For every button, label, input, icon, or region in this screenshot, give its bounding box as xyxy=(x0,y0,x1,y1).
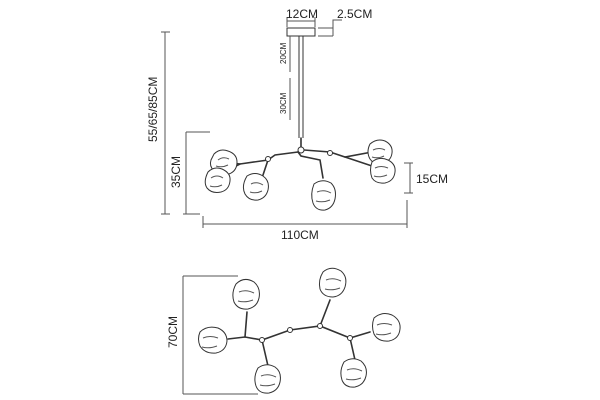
side-shade-3 xyxy=(242,173,269,201)
top-arm-left-down xyxy=(261,339,269,367)
side-shade-5 xyxy=(367,139,393,164)
side-arm-center xyxy=(297,137,324,179)
canopy-width-label: 12CM xyxy=(286,7,318,21)
ceiling-canopy xyxy=(286,27,316,37)
top-shade-4 xyxy=(318,267,347,298)
top-arm-right-up xyxy=(319,299,331,327)
top-joint-center xyxy=(287,327,293,333)
top-arm-left-up xyxy=(244,311,248,338)
top-shade-3 xyxy=(254,364,281,394)
body-height-label: 35CM xyxy=(169,156,183,188)
top-joint-left xyxy=(259,337,265,343)
side-joint-left xyxy=(265,156,271,162)
top-joint-right-far xyxy=(347,335,353,341)
side-shade-4 xyxy=(311,180,336,211)
side-shade-2 xyxy=(204,167,231,193)
top-shade-5 xyxy=(372,313,401,342)
total-height-label: 55/65/85CM xyxy=(146,77,160,142)
rod-upper-label: 20CM xyxy=(279,42,288,64)
shade-height-label: 15CM xyxy=(416,172,448,186)
side-arm-left-lower xyxy=(261,159,269,179)
canopy-height-dim-line xyxy=(318,19,342,29)
side-joint-hub xyxy=(297,146,305,154)
side-arm-right xyxy=(303,147,379,158)
rod-lower-label: 30CM xyxy=(279,92,288,114)
side-joint-right xyxy=(327,150,333,156)
side-view: 12CM 2.5CM 20CM 30CM 55/65/85CM 35CM 110… xyxy=(146,7,448,242)
canopy-height-label: 2.5CM xyxy=(337,7,372,21)
side-shade-6 xyxy=(370,157,396,184)
top-arm-right-down xyxy=(349,337,356,361)
top-joint-right xyxy=(317,323,323,329)
top-shade-2 xyxy=(198,326,228,354)
width-label: 110CM xyxy=(281,228,319,242)
depth-label: 70CM xyxy=(166,316,180,348)
top-shade-1 xyxy=(232,278,260,310)
top-view: 70CM xyxy=(166,267,401,395)
top-shade-6 xyxy=(340,358,367,388)
